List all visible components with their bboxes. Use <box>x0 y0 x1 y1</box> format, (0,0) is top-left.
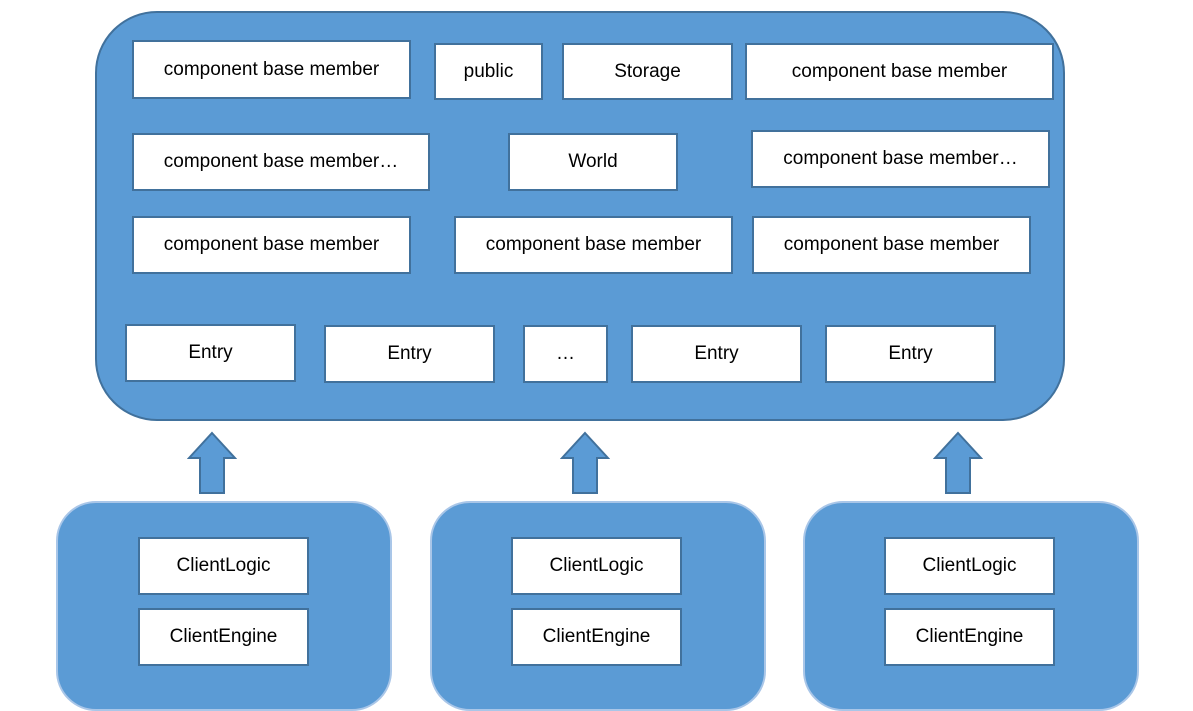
client-container-2 <box>430 501 766 711</box>
client-container-1 <box>56 501 392 711</box>
component-box-r3-1: component base member <box>132 216 411 274</box>
storage-box: Storage <box>562 43 733 100</box>
component-box-r1-2: component base member <box>745 43 1054 100</box>
entry-box-4: Entry <box>825 325 996 383</box>
component-box-r3-3: component base member <box>752 216 1031 274</box>
client-engine-box-1: ClientEngine <box>138 608 309 666</box>
component-box-r1-1: component base member <box>132 40 411 99</box>
component-box-r2-2: component base member… <box>751 130 1050 188</box>
up-arrow-icon-2 <box>560 431 610 494</box>
component-box-r2-1: component base member… <box>132 133 430 191</box>
component-box-r3-2: component base member <box>454 216 733 274</box>
ellipsis-box: … <box>523 325 608 383</box>
client-engine-box-3: ClientEngine <box>884 608 1055 666</box>
entry-box-1: Entry <box>125 324 296 382</box>
public-box: public <box>434 43 543 100</box>
client-logic-box-1: ClientLogic <box>138 537 309 595</box>
client-logic-box-3: ClientLogic <box>884 537 1055 595</box>
client-container-3 <box>803 501 1139 711</box>
client-engine-box-2: ClientEngine <box>511 608 682 666</box>
up-arrow-icon-1 <box>187 431 237 494</box>
entry-box-3: Entry <box>631 325 802 383</box>
up-arrow-icon-3 <box>933 431 983 494</box>
client-logic-box-2: ClientLogic <box>511 537 682 595</box>
entry-box-2: Entry <box>324 325 495 383</box>
world-box: World <box>508 133 678 191</box>
